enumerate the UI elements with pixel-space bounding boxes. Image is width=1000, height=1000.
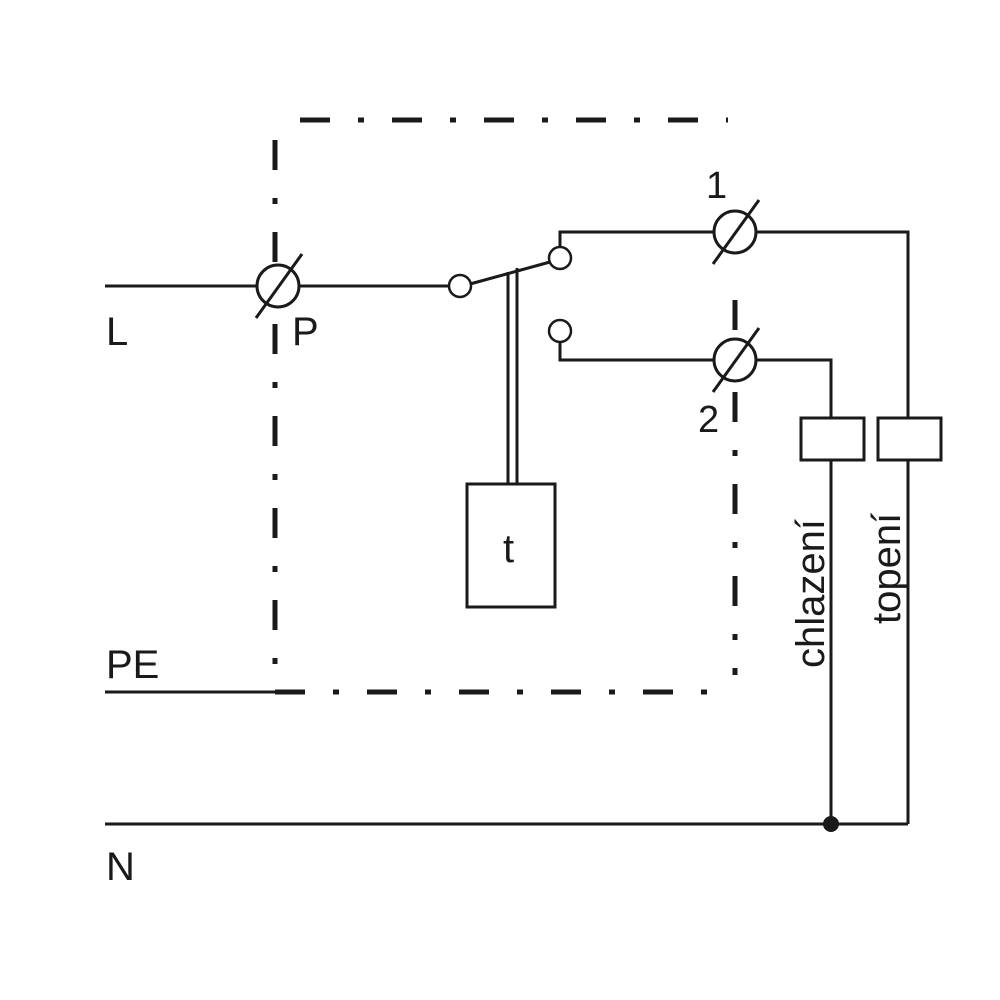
label-heating-coil: topení: [865, 513, 909, 624]
wires: [105, 230, 910, 826]
label-sensor: t: [503, 527, 514, 571]
junction-dot: [823, 816, 839, 832]
label-N: N: [106, 845, 135, 889]
switch-contact-1: [547, 245, 573, 271]
switch-blade: [469, 260, 551, 286]
wire-contact-2: [558, 342, 713, 362]
wire-terminal-1-to-heating: [757, 230, 910, 418]
label-P: P: [292, 310, 319, 354]
label-cooling-coil: chlazení: [789, 519, 833, 668]
label-terminal-2: 2: [698, 399, 719, 441]
wire-contact-1: [558, 230, 713, 248]
temperature-sensor-box: [465, 482, 557, 609]
label-terminal-1: 1: [706, 165, 727, 207]
terminal-2: [711, 327, 761, 393]
label-PE: PE: [106, 643, 159, 687]
cooling-coil: [799, 416, 866, 462]
terminal-P: [254, 253, 304, 319]
heating-coil: [876, 416, 943, 462]
label-L: L: [106, 310, 128, 354]
switch-contact-2: [547, 318, 573, 344]
switch-common-contact: [447, 273, 473, 299]
terminal-1: [711, 199, 761, 265]
wire-terminal-2-to-cooling: [757, 358, 833, 418]
